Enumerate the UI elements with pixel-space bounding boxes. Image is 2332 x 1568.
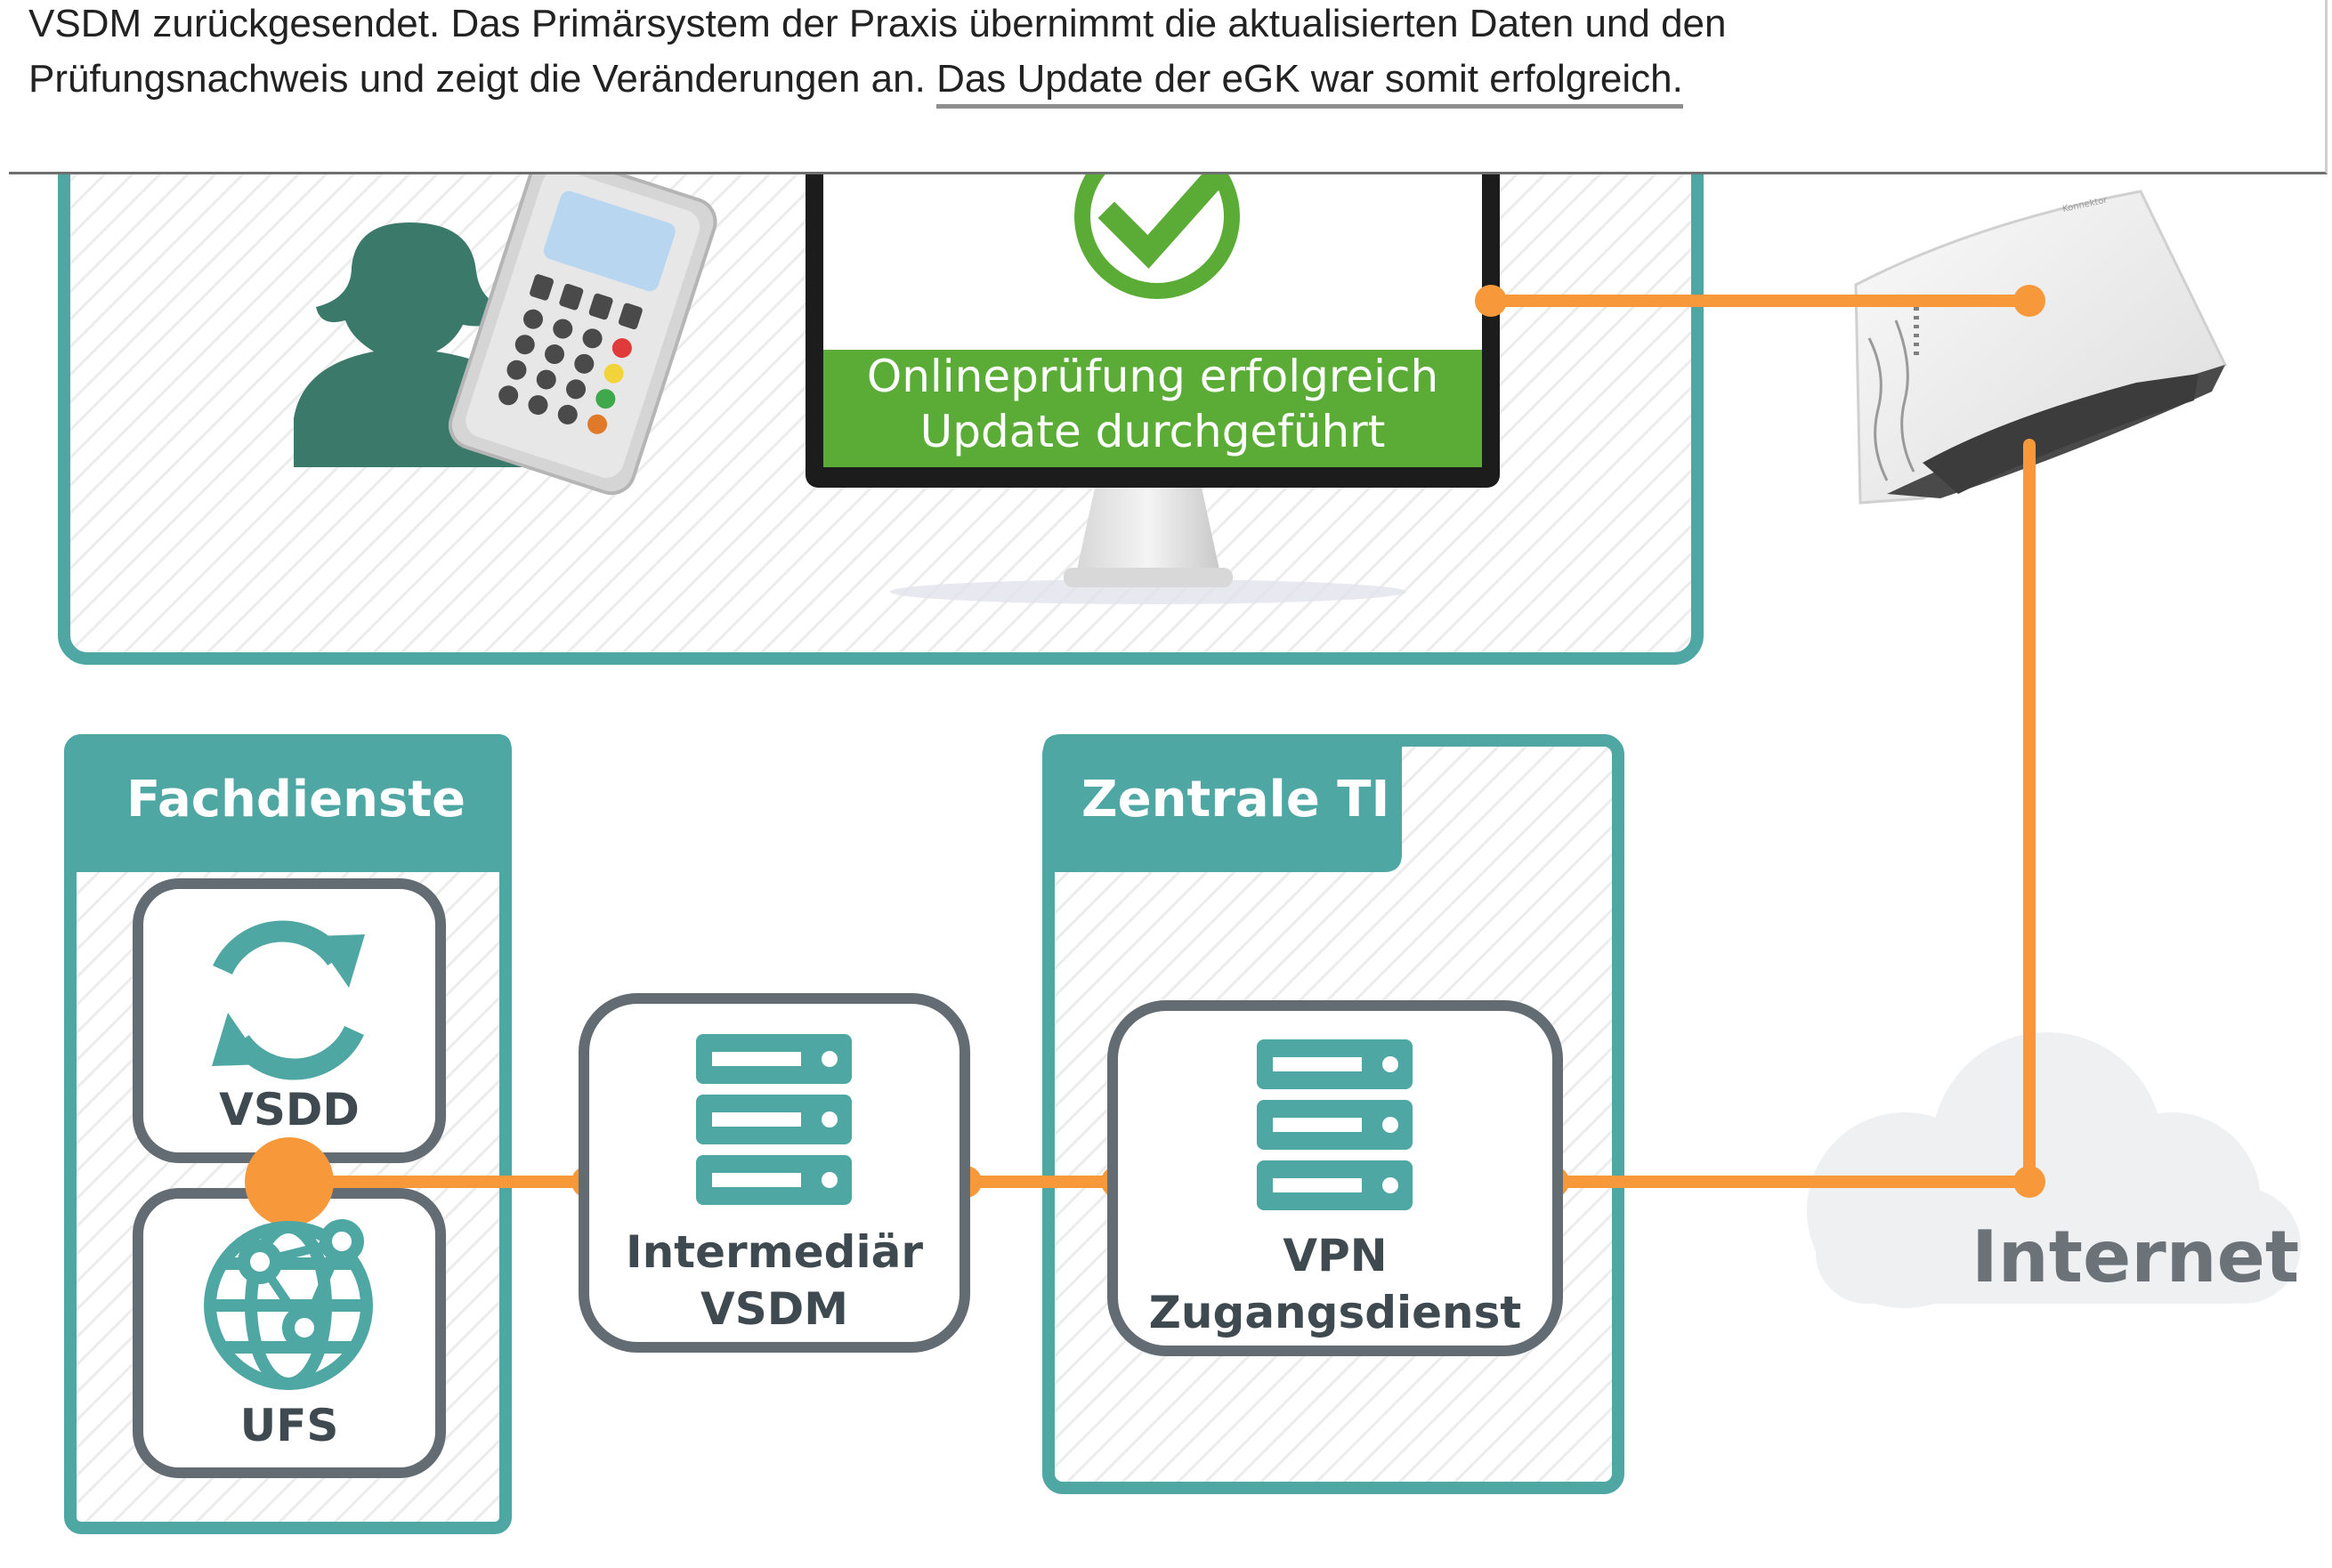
group-title-fachdienste: Fachdienste [126, 771, 466, 828]
status-banner [823, 350, 1482, 467]
vsdd-junction-dot [245, 1137, 334, 1226]
caption-line-1: VSDM zurückgesendet. Das Primärsystem de… [28, 2, 1727, 45]
connector-device-icon: Konnektor [1854, 190, 2228, 505]
node-label-vpn-2: Zugangsdienst [1148, 1287, 1522, 1338]
node-label-vpn-1: VPN [1283, 1230, 1388, 1281]
internet-label: Internet [1972, 1216, 2300, 1298]
server-icon [1257, 1039, 1413, 1210]
caption-box: VSDM zurückgesendet. Das Primärsystem de… [9, 0, 2328, 174]
node-label-ufs: UFS [239, 1400, 339, 1451]
node-label-intermediaer-1: Intermediär [625, 1226, 923, 1278]
group-title-zentrale-ti: Zentrale TI [1081, 771, 1390, 828]
card-terminal-icon [448, 109, 717, 496]
caption-text: Prüfungsnachweis und zeigt die Veränderu… [28, 57, 937, 101]
status-line-1: Onlineprüfung erfolgreich [866, 351, 1439, 402]
globe-network-icon [204, 1219, 373, 1390]
sync-icon [212, 920, 365, 1080]
node-label-vsdd: VSDD [219, 1084, 360, 1136]
caption-highlight: Das Update der eGK war somit erfolgreich… [936, 57, 1683, 109]
server-icon [696, 1034, 852, 1205]
cloud-icon [1807, 1032, 2301, 1308]
status-line-2: Update durchgeführt [919, 406, 1386, 457]
connection-lines [283, 295, 2036, 1188]
caption-line-2: Prüfungsnachweis und zeigt die Veränderu… [28, 57, 1683, 109]
node-label-intermediaer-2: VSDM [700, 1283, 848, 1335]
